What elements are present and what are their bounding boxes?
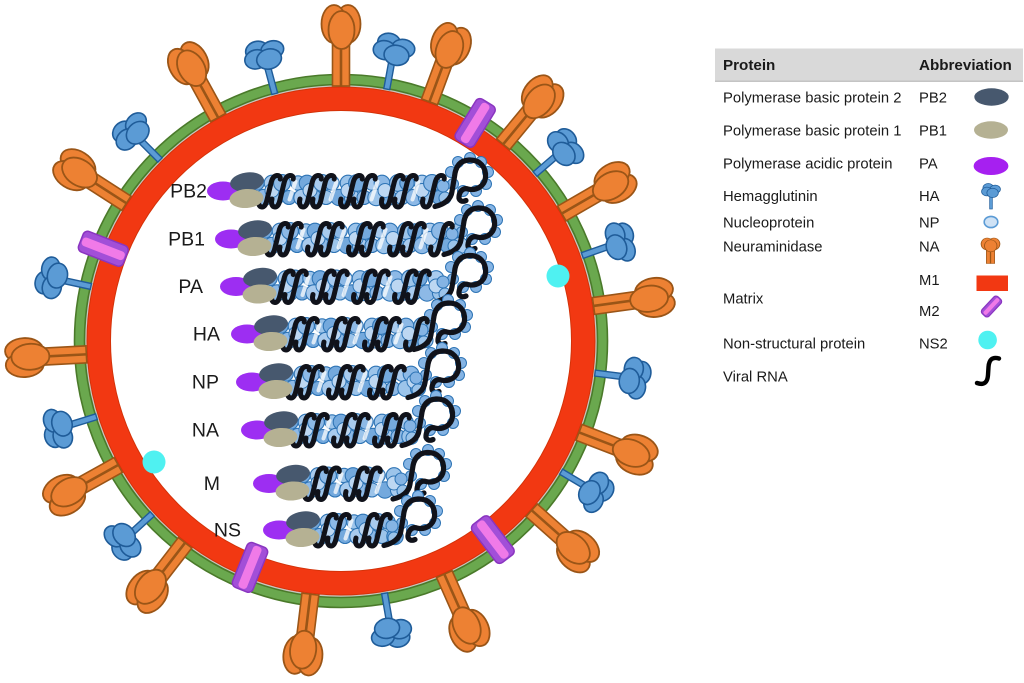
svg-text:M: M [204,473,220,495]
svg-text:Polymerase basic protein 2: Polymerase basic protein 2 [723,91,901,107]
svg-text:NA: NA [919,240,940,256]
svg-text:Neuraminidase: Neuraminidase [723,240,823,256]
svg-text:NP: NP [192,372,219,394]
svg-text:PA: PA [919,157,938,173]
svg-text:M1: M1 [919,273,940,289]
svg-text:Non-structural protein: Non-structural protein [723,337,865,353]
svg-text:PB1: PB1 [168,229,205,251]
svg-text:NA: NA [192,420,219,442]
svg-text:Polymerase basic protein 1: Polymerase basic protein 1 [723,124,901,140]
svg-text:PB2: PB2 [919,91,947,107]
svg-text:Abbreviation: Abbreviation [919,57,1012,74]
svg-text:PB1: PB1 [919,124,947,140]
svg-text:NP: NP [919,216,940,232]
svg-text:HA: HA [919,189,940,205]
svg-text:PB2: PB2 [170,181,207,203]
svg-text:Protein: Protein [723,57,775,74]
svg-text:M2: M2 [919,304,940,320]
svg-text:PA: PA [178,276,203,298]
svg-text:Matrix: Matrix [723,292,764,308]
svg-text:Nucleoprotein: Nucleoprotein [723,216,814,232]
svg-text:Viral RNA: Viral RNA [723,370,788,386]
svg-text:NS2: NS2 [919,337,948,353]
svg-text:HA: HA [193,324,220,346]
svg-text:NS: NS [214,520,241,542]
svg-text:Hemagglutinin: Hemagglutinin [723,189,818,205]
svg-text:Polymerase acidic protein: Polymerase acidic protein [723,157,892,173]
